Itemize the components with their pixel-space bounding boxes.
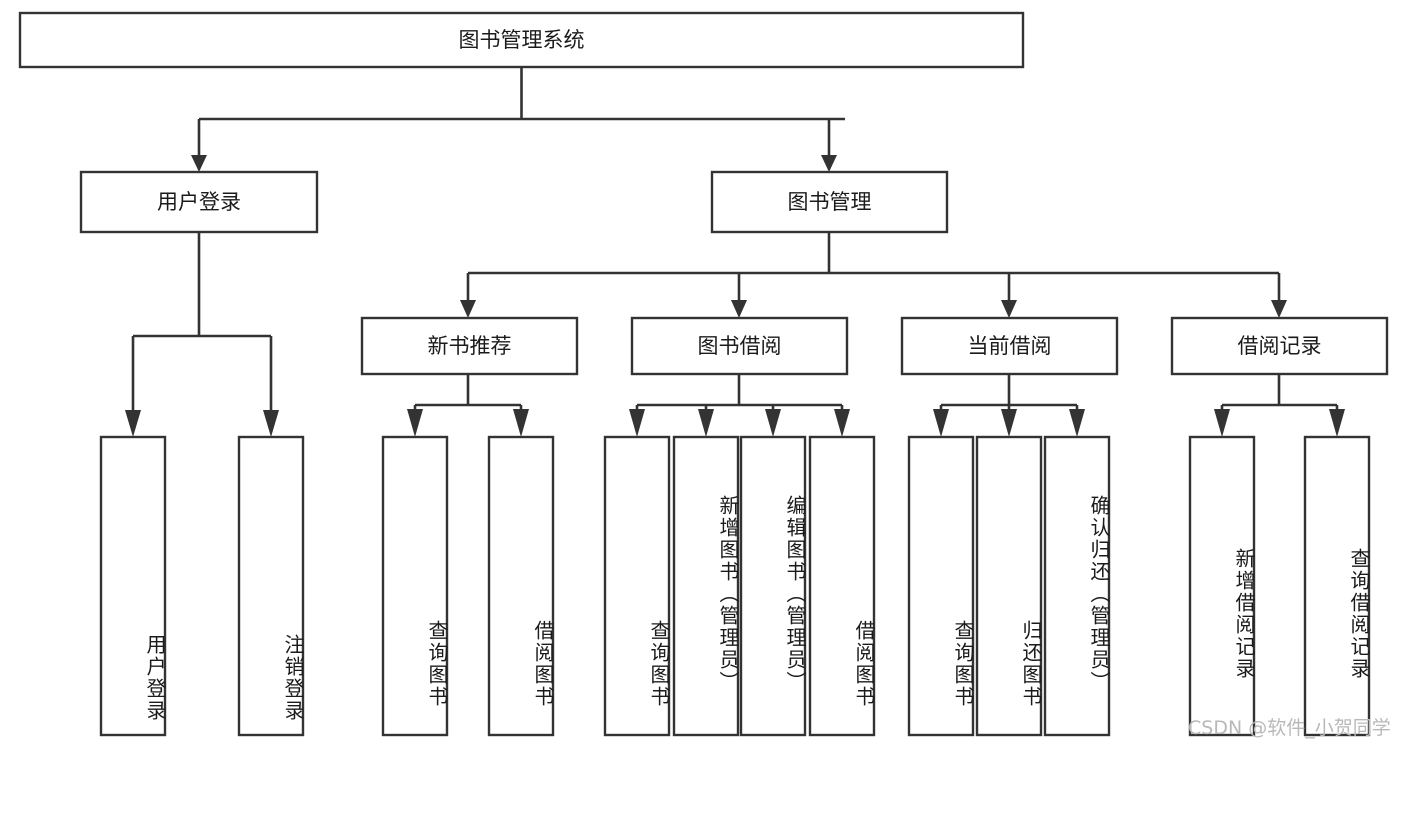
node-user-login[interactable]: 用户登录 xyxy=(79,170,319,234)
arrowhead-current-borrow xyxy=(1001,300,1017,318)
node-leaf-add-book-box[interactable] xyxy=(672,435,740,737)
node-leaf-add-record-box[interactable] xyxy=(1188,435,1256,737)
node-leaf-user-logout-box[interactable] xyxy=(237,435,305,737)
flowchart-canvas: 图书管理系统 用户登录 图书管理 新书推荐 图书借阅 当前借阅 借阅记录 xyxy=(18,11,1391,739)
node-user-login-label: 用户登录 xyxy=(157,190,241,214)
arrowhead-leaf-query-record xyxy=(1329,409,1345,437)
node-leaf-borrow-book-1-box[interactable] xyxy=(487,435,555,737)
arrowhead-leaf-return-book xyxy=(1001,409,1017,437)
flowchart-svg: 图书管理系统 用户登录 图书管理 新书推荐 图书借阅 当前借阅 借阅记录 xyxy=(18,11,1389,737)
arrowhead-new-book-recommend xyxy=(460,300,476,318)
node-leaf-borrow-book-2-box[interactable] xyxy=(808,435,876,737)
arrowhead-borrow-record xyxy=(1271,300,1287,318)
node-leaf-query-book-3-box[interactable] xyxy=(907,435,975,737)
arrowhead-leaf-user-logout xyxy=(263,410,279,437)
node-borrow-record-label: 借阅记录 xyxy=(1238,334,1322,358)
node-book-management-box[interactable] xyxy=(710,170,949,234)
node-current-borrow-label: 当前借阅 xyxy=(968,334,1052,358)
node-book-borrow-label: 图书借阅 xyxy=(698,334,782,358)
node-current-borrow[interactable]: 当前借阅 xyxy=(900,316,1119,376)
node-borrow-record-box[interactable] xyxy=(1170,316,1389,376)
edge-group xyxy=(125,67,1345,437)
arrowhead-leaf-confirm-return xyxy=(1069,409,1085,437)
node-borrow-record[interactable]: 借阅记录 xyxy=(1170,316,1389,376)
node-current-borrow-box[interactable] xyxy=(900,316,1119,376)
arrowhead-book-borrow xyxy=(731,300,747,318)
node-root[interactable]: 图书管理系统 xyxy=(18,11,1025,69)
node-leaf-return-book-box[interactable] xyxy=(975,435,1043,737)
arrowhead-leaf-query-book-1 xyxy=(407,409,423,437)
arrowhead-leaf-borrow-book-1 xyxy=(513,409,529,437)
csdn-watermark: CSDN @软件_小贺同学 xyxy=(1188,717,1391,739)
node-book-management[interactable]: 图书管理 xyxy=(710,170,949,234)
arrowhead-leaf-add-record xyxy=(1214,409,1230,437)
arrowhead-leaf-query-book-2 xyxy=(629,409,645,437)
node-user-login-box[interactable] xyxy=(79,170,319,234)
node-new-book-recommend-label: 新书推荐 xyxy=(428,334,512,358)
node-new-book-recommend-box[interactable] xyxy=(360,316,579,376)
arrowhead-leaf-edit-book xyxy=(765,409,781,437)
arrowhead-leaf-add-book xyxy=(698,409,714,437)
node-root-box[interactable] xyxy=(18,11,1025,69)
node-book-borrow[interactable]: 图书借阅 xyxy=(630,316,849,376)
node-leaf-query-book-2-box[interactable] xyxy=(603,435,671,737)
arrowhead-leaf-user-login xyxy=(125,410,141,437)
arrowhead-book-management xyxy=(821,155,837,172)
node-new-book-recommend[interactable]: 新书推荐 xyxy=(360,316,579,376)
node-root-label: 图书管理系统 xyxy=(459,28,585,52)
arrowhead-user-login xyxy=(191,155,207,172)
node-book-borrow-box[interactable] xyxy=(630,316,849,376)
arrowhead-leaf-query-book-3 xyxy=(933,409,949,437)
node-leaf-edit-book-box[interactable] xyxy=(739,435,807,737)
node-leaf-query-book-1-box[interactable] xyxy=(381,435,449,737)
node-leaf-user-login-box[interactable] xyxy=(99,435,167,737)
node-leaf-query-record-box[interactable] xyxy=(1303,435,1371,737)
node-leaf-confirm-return-box[interactable] xyxy=(1043,435,1111,737)
node-book-management-label: 图书管理 xyxy=(788,190,872,214)
arrowhead-leaf-borrow-book-2 xyxy=(834,409,850,437)
